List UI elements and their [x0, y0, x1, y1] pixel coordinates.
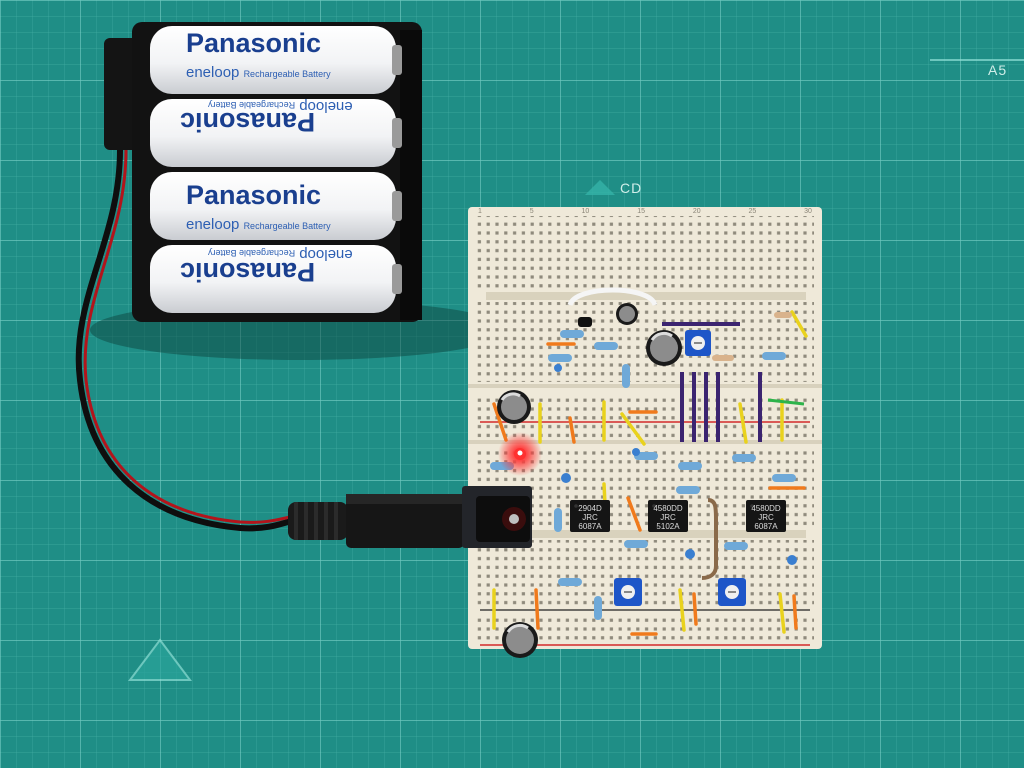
chip-1-code: 6087A [578, 522, 602, 531]
red-led [498, 432, 542, 476]
battery-2 [150, 99, 402, 167]
diode [712, 355, 734, 361]
ceramic-capacitors [554, 364, 797, 565]
battery-4-line-name: eneloop [299, 246, 353, 263]
chip-3-maker: JRC [758, 513, 774, 522]
chip-2-part: 4580DD [653, 504, 683, 513]
battery-2-tagline: Rechargeable Battery [208, 100, 296, 110]
green-wire [767, 398, 805, 406]
chip-3-part: 4580DD [751, 504, 781, 513]
trimmer-2 [614, 578, 642, 606]
chip-3-code: 6087A [754, 522, 778, 531]
power-cable-black [75, 149, 296, 532]
brown-wire [701, 498, 718, 580]
electrolytic-cap-2 [646, 330, 682, 366]
battery-3 [150, 172, 402, 240]
white-wire [567, 287, 658, 307]
col-number: 25 [748, 208, 757, 215]
chip-2-code: 5102A [656, 522, 680, 531]
yellow-wires [492, 310, 808, 634]
battery-4-line: eneloop Rechargeable Battery [208, 246, 353, 263]
battery-1-line-name: eneloop [186, 64, 240, 81]
orange-wires [492, 342, 806, 636]
chip-3-body [746, 500, 786, 532]
battery-4 [150, 245, 402, 313]
breadboard-column-numbers: 1 5 10 15 20 25 30 [478, 208, 812, 215]
col-number: 20 [692, 208, 701, 215]
col-number: 15 [637, 208, 645, 215]
chip-3-marking: 4580DD JRC 6087A [747, 504, 785, 531]
breadboard [468, 207, 822, 649]
battery-3-brand: Panasonic [186, 180, 322, 210]
chip-1-maker: JRC [582, 513, 598, 522]
battery-2-line-name: eneloop [299, 98, 353, 115]
col-number: 30 [804, 208, 812, 215]
battery-3-tagline: Rechargeable Battery [243, 221, 331, 231]
diode-2 [774, 312, 792, 318]
battery-3-line-name: eneloop [186, 216, 240, 233]
electrolytic-cap-3 [616, 303, 638, 325]
battery-1-tagline: Rechargeable Battery [243, 69, 331, 79]
chip-1-part: 2904D [578, 504, 602, 513]
battery-3-line: eneloop Rechargeable Battery [186, 216, 331, 233]
dc-plug [288, 494, 464, 548]
chip-1-marking: 2904D JRC 6087A [571, 504, 609, 531]
col-number: 1 [478, 208, 482, 215]
chip-2-body [648, 500, 688, 532]
chip-2-maker: JRC [660, 513, 676, 522]
battery-1-line: eneloop Rechargeable Battery [186, 64, 331, 81]
electrolytic-cap-1 [497, 390, 531, 424]
power-cable-red [83, 149, 296, 524]
battery-2-line: eneloop Rechargeable Battery [208, 98, 353, 115]
dc-jack-module [462, 486, 532, 548]
chip-1-body [570, 500, 610, 532]
trimmer-1 [685, 330, 711, 356]
purple-wires [662, 322, 762, 442]
trimmer-3 [718, 578, 746, 606]
transistor [578, 317, 592, 327]
chip-2-marking: 4580DD JRC 5102A [649, 504, 687, 531]
battery-1-brand: Panasonic [186, 28, 322, 58]
electrolytic-cap-4 [502, 622, 538, 658]
mat-label-a5: A5 [988, 62, 1008, 78]
battery-4-tagline: Rechargeable Battery [208, 248, 296, 258]
battery-1 [150, 26, 402, 94]
col-number: 10 [581, 208, 590, 215]
col-number: 5 [529, 208, 534, 215]
mat-label-cd: CD [620, 180, 643, 196]
